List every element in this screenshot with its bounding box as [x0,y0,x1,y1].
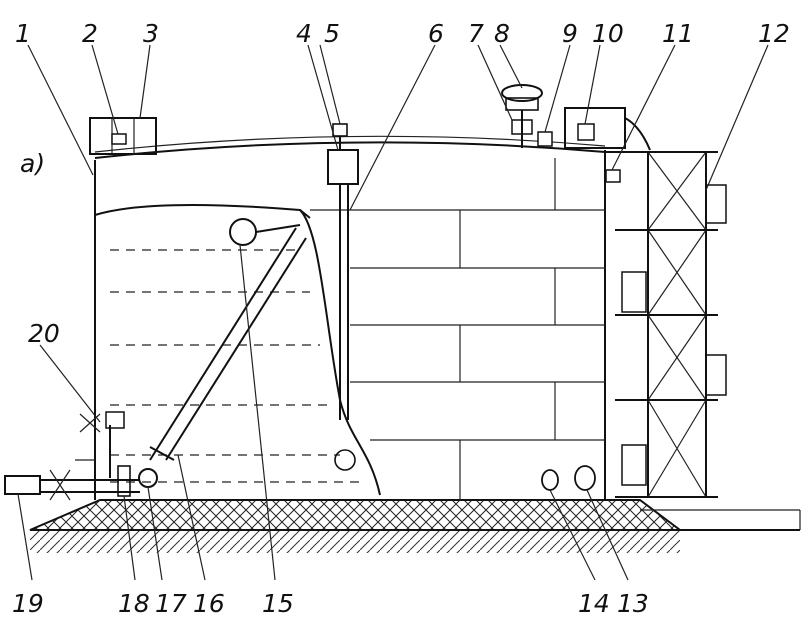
callout-3: 3 [143,19,159,48]
callout-18: 18 [118,589,150,618]
panel-label: a) [20,149,45,178]
callout-9: 9 [562,19,578,48]
callout-17: 17 [155,589,187,618]
callout-4: 4 [296,19,312,48]
vertical-pipe [327,123,359,420]
callout-11: 11 [662,19,694,48]
breathing-valve [501,84,553,148]
shell-plates [310,158,605,500]
callout-6: 6 [428,19,444,48]
callout-1: 1 [15,19,31,48]
callout-12: 12 [758,19,790,48]
bottom-hatches [541,465,596,491]
callout-labels: a) 1 2 3 4 5 6 7 8 9 10 11 12 13 14 15 1… [12,19,790,618]
callout-5: 5 [324,19,340,48]
callout-leaders [17,44,769,581]
swing-pipe [149,218,356,471]
foundation [29,499,801,553]
callout-19: 19 [12,589,44,618]
roof-fittings-left [89,117,157,155]
stair-tower [605,151,727,498]
callout-2: 2 [82,19,98,48]
callout-16: 16 [193,589,225,618]
liquid-level-lines [110,249,360,483]
callout-10: 10 [592,19,624,48]
roof-fittings-right [564,107,651,183]
callout-7: 7 [468,19,484,48]
callout-15: 15 [262,589,294,618]
callout-8: 8 [494,19,510,48]
callout-13: 13 [617,589,649,618]
callout-20: 20 [28,319,60,348]
tank-shell [94,135,606,500]
inlet-pipeline [4,411,158,501]
callout-14: 14 [578,589,610,618]
